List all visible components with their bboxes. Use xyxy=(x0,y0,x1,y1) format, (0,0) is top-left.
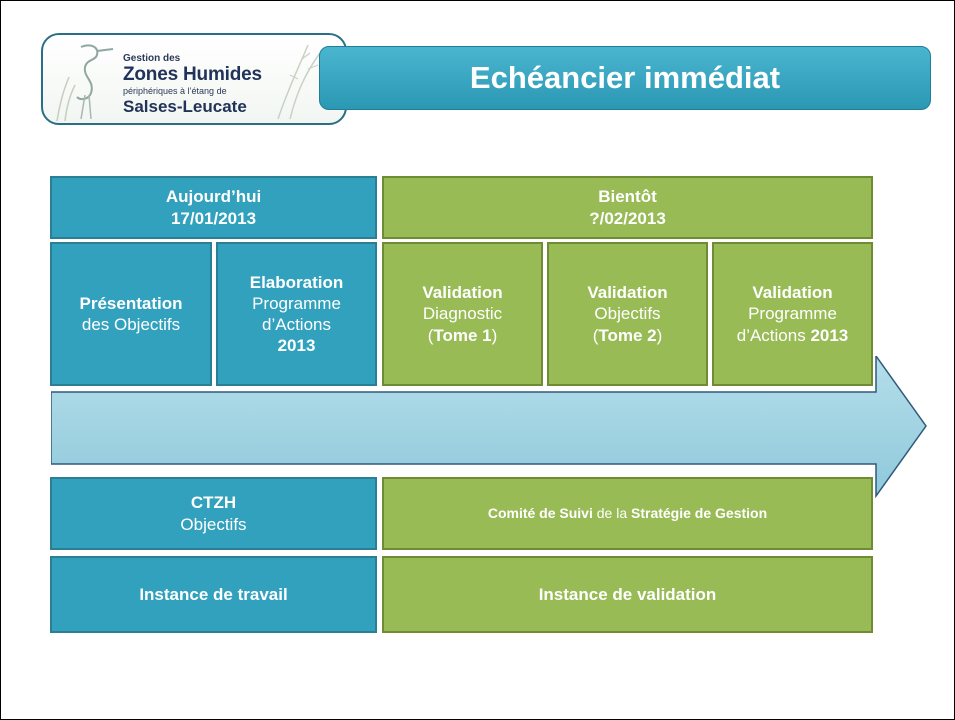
step-validation-objectifs: Validation Objectifs (Tome 2) xyxy=(547,242,708,386)
step-elaboration: Elaboration Programme d’Actions 2013 xyxy=(216,242,377,386)
step-vdiag-tome: (Tome 1) xyxy=(427,325,498,345)
ctzh-title: CTZH xyxy=(190,493,237,513)
step-vobj-line2: Objectifs xyxy=(594,304,661,324)
soon-date: ?/02/2013 xyxy=(589,208,666,228)
today-label: Aujourd’hui xyxy=(165,187,262,207)
today-date: 17/01/2013 xyxy=(170,208,257,228)
heron-icon xyxy=(56,44,114,121)
comite-title: Comité de Suivi xyxy=(487,504,593,521)
step-validation-programme: Validation Programme d’Actions 2013 xyxy=(712,242,873,386)
step-elaboration-line3: d’Actions xyxy=(262,315,331,334)
logo-line4: Salses-Leucate xyxy=(123,97,247,116)
timeline-arrow xyxy=(51,356,927,499)
logo-line3: périphériques à l’étang de xyxy=(123,86,227,96)
step-presentation-text: des Objectifs xyxy=(81,315,181,334)
step-vprog-line3: d’Actions 2013 xyxy=(736,325,849,345)
comite-strategy: Stratégie de Gestion xyxy=(631,504,768,521)
step-validation-diagnostic: Validation Diagnostic (Tome 1) xyxy=(382,242,543,386)
logo-line1: Gestion des xyxy=(123,53,181,64)
page-title: Echéancier immédiat xyxy=(319,46,931,110)
step-elaboration-line2: Programme xyxy=(252,293,341,313)
instance-travail: Instance de travail xyxy=(50,556,377,633)
reed-icon xyxy=(277,44,321,119)
comite-mid: de la xyxy=(592,504,631,521)
comite-box: Comité de Suivi de la Stratégie de Gesti… xyxy=(382,477,873,550)
step-vdiag-title: Validation xyxy=(422,283,503,303)
step-elaboration-year: 2013 xyxy=(277,336,316,356)
step-presentation-title: Présentation xyxy=(79,293,183,313)
ctzh-box: CTZH Objectifs xyxy=(50,477,377,550)
step-presentation: Présentation des Objectifs xyxy=(50,242,212,386)
step-vprog-title: Validation xyxy=(752,283,833,303)
logo-line2: Zones Humides xyxy=(123,64,262,85)
logo: Gestion des Zones Humides périphériques … xyxy=(41,33,347,125)
step-vprog-line2: Programme xyxy=(748,304,837,324)
soon-label: Bientôt xyxy=(598,187,657,207)
step-vobj-title: Validation xyxy=(587,283,668,303)
step-elaboration-title: Elaboration xyxy=(249,272,344,292)
today-header: Aujourd’hui 17/01/2013 xyxy=(50,176,377,239)
step-vdiag-line2: Diagnostic xyxy=(422,304,503,324)
instance-validation: Instance de validation xyxy=(382,556,873,633)
step-vobj-tome: (Tome 2) xyxy=(592,325,663,345)
soon-header: Bientôt ?/02/2013 xyxy=(382,176,873,239)
ctzh-sub: Objectifs xyxy=(180,514,247,534)
